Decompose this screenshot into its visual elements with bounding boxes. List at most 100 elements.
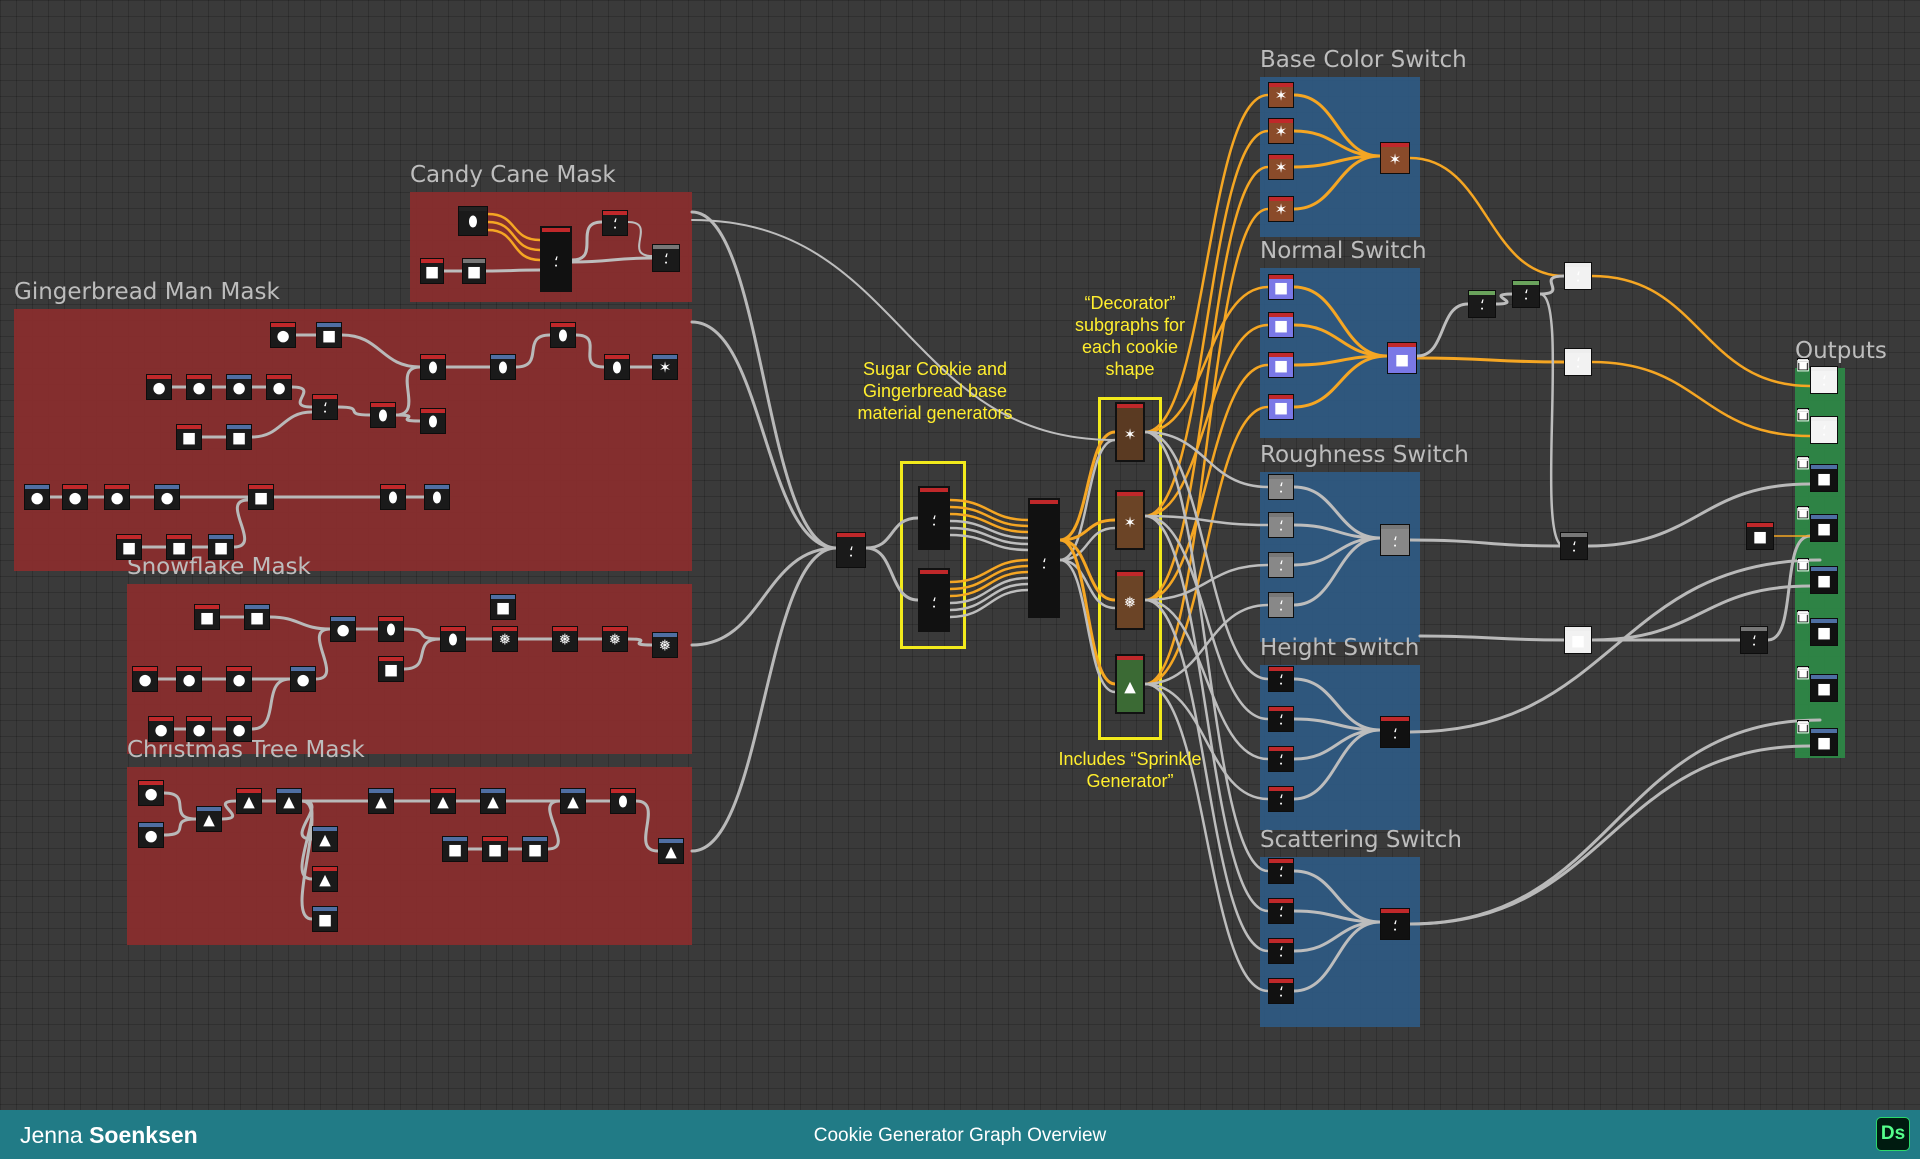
frame-title[interactable]: Height Switch	[1260, 635, 1420, 661]
switch-input-node[interactable]: ⸵	[1268, 512, 1294, 538]
tree-node[interactable]: ■	[522, 836, 548, 862]
switch-input-node[interactable]: ■	[1268, 352, 1294, 378]
snowflake-node[interactable]: ●	[290, 666, 316, 692]
output-node[interactable]: ■	[1810, 618, 1838, 646]
switch-input-node[interactable]: ■	[1268, 394, 1294, 420]
output-icon-node[interactable]: ▣	[1796, 719, 1810, 734]
gingerbread-node[interactable]: ●	[24, 484, 50, 510]
mask-combine-node[interactable]: ⸵	[836, 532, 866, 568]
decorator-tree-node[interactable]: ▲	[1115, 654, 1145, 714]
gingerbread-generator-node[interactable]: ⸵	[918, 568, 950, 632]
output-icon-node[interactable]: ▣	[1796, 665, 1810, 680]
gingerbread-node[interactable]: ●	[186, 374, 212, 400]
gingerbread-node[interactable]: ⬮	[550, 322, 576, 348]
decorator-candy-cane-node[interactable]: ✶	[1115, 402, 1145, 462]
utility-node[interactable]: ⸵	[1740, 626, 1768, 654]
tree-node[interactable]: ▲	[430, 788, 456, 814]
gingerbread-node[interactable]: ●	[104, 484, 130, 510]
switch-input-node[interactable]: ⸵	[1268, 898, 1294, 924]
output-icon-node[interactable]: ▣	[1796, 357, 1810, 372]
frame-title[interactable]: Normal Switch	[1260, 238, 1427, 264]
output-icon-node[interactable]: ▣	[1796, 505, 1810, 520]
output-icon-node[interactable]: ▣	[1796, 455, 1810, 470]
frame-title[interactable]: Outputs	[1795, 338, 1887, 364]
output-node[interactable]: ■	[1810, 464, 1838, 492]
switch-input-node[interactable]: ⸵	[1268, 474, 1294, 500]
snowflake-node[interactable]: ■	[244, 604, 270, 630]
cookie-material-blend-node[interactable]: ⸵	[1028, 498, 1060, 618]
output-node[interactable]: ■	[1810, 674, 1838, 702]
tree-node[interactable]: ■	[482, 836, 508, 862]
gingerbread-node[interactable]: ⬮	[424, 484, 450, 510]
switch-input-node[interactable]: ⸵	[1268, 978, 1294, 1004]
tree-node[interactable]: ▲	[480, 788, 506, 814]
tree-node[interactable]: ▲	[196, 806, 222, 832]
noise-node[interactable]: ⬮	[458, 206, 488, 236]
gingerbread-node[interactable]: ■	[208, 534, 234, 560]
decorator-snowflake-node[interactable]: ❅	[1115, 570, 1145, 630]
snowflake-node[interactable]: ❅	[602, 626, 628, 652]
switch-node[interactable]: ⸵	[1380, 908, 1410, 940]
output-icon-node[interactable]: ▣	[1796, 407, 1810, 422]
tree-node[interactable]: ▲	[236, 788, 262, 814]
tree-node[interactable]: ▲	[312, 866, 338, 892]
switch-input-node[interactable]: ⸵	[1268, 592, 1294, 618]
snowflake-node[interactable]: ⬮	[378, 616, 404, 642]
gingerbread-node[interactable]: ✶	[652, 354, 678, 380]
gingerbread-node[interactable]: ⬮	[420, 354, 446, 380]
mask-output-node[interactable]: ⸵	[652, 244, 680, 272]
sugar-cookie-generator-node[interactable]: ⸵	[918, 486, 950, 550]
frame-title[interactable]: Candy Cane Mask	[410, 162, 616, 188]
snowflake-node[interactable]: ■	[194, 604, 220, 630]
transform-node[interactable]: ■	[462, 258, 486, 284]
tree-node[interactable]: ●	[138, 822, 164, 848]
frame-gingerbread-man-mask[interactable]: Gingerbread Man Mask	[14, 279, 692, 571]
switch-node[interactable]: ⸵	[1380, 524, 1410, 556]
snowflake-node[interactable]: ❅	[492, 626, 518, 652]
snowflake-node[interactable]: ●	[330, 616, 356, 642]
gingerbread-node[interactable]: ■	[166, 534, 192, 560]
snowflake-node[interactable]: ●	[226, 666, 252, 692]
switch-input-node[interactable]: ⸵	[1268, 552, 1294, 578]
gingerbread-node[interactable]: ●	[62, 484, 88, 510]
output-icon-node[interactable]: ▣	[1796, 609, 1810, 624]
frame-christmas-tree-mask[interactable]: Christmas Tree Mask	[127, 737, 692, 945]
tree-node[interactable]: ▲	[312, 826, 338, 852]
node-graph-canvas[interactable]: Candy Cane Mask Gingerbread Man Mask Sno…	[0, 0, 1920, 1110]
frame-title[interactable]: Roughness Switch	[1260, 442, 1469, 468]
switch-input-node[interactable]: ■	[1268, 274, 1294, 300]
utility-node[interactable]: ⸵	[1564, 348, 1592, 376]
utility-node[interactable]: ■	[1746, 522, 1774, 550]
output-node[interactable]: ■	[1810, 514, 1838, 542]
snowflake-node[interactable]: ■	[490, 594, 516, 620]
gingerbread-node[interactable]: ■	[116, 534, 142, 560]
tree-node[interactable]: ▲	[368, 788, 394, 814]
output-icon-node[interactable]: ▣	[1796, 557, 1810, 572]
gingerbread-node[interactable]: ⬮	[604, 354, 630, 380]
gingerbread-node[interactable]: ■	[176, 424, 202, 450]
switch-input-node[interactable]: ✶	[1268, 196, 1294, 222]
decorator-gingerbread-node[interactable]: ✶	[1115, 490, 1145, 550]
tree-node[interactable]: ▲	[658, 838, 684, 864]
switch-input-node[interactable]: ■	[1268, 312, 1294, 338]
switch-input-node[interactable]: ✶	[1268, 118, 1294, 144]
snowflake-node[interactable]: ●	[148, 716, 174, 742]
utility-node[interactable]: ■	[1564, 626, 1592, 654]
gingerbread-node[interactable]: ⬮	[420, 408, 446, 434]
output-node[interactable]: ⸵	[1810, 366, 1838, 394]
snowflake-node[interactable]: ●	[226, 716, 252, 742]
tree-node[interactable]: ▲	[560, 788, 586, 814]
switch-node[interactable]: ■	[1387, 342, 1417, 374]
tree-node[interactable]: ■	[312, 906, 338, 932]
utility-node[interactable]: ⸵	[1564, 262, 1592, 290]
utility-node[interactable]: ⸵	[1512, 280, 1540, 308]
snowflake-node[interactable]: ●	[132, 666, 158, 692]
output-node[interactable]: ■	[1810, 566, 1838, 594]
gingerbread-node[interactable]: ●	[266, 374, 292, 400]
frame-title[interactable]: Base Color Switch	[1260, 47, 1467, 73]
gingerbread-node[interactable]: ●	[154, 484, 180, 510]
tree-node[interactable]: ■	[442, 836, 468, 862]
switch-input-node[interactable]: ⸵	[1268, 938, 1294, 964]
gingerbread-node[interactable]: ■	[316, 322, 342, 348]
snowflake-node[interactable]: ●	[176, 666, 202, 692]
